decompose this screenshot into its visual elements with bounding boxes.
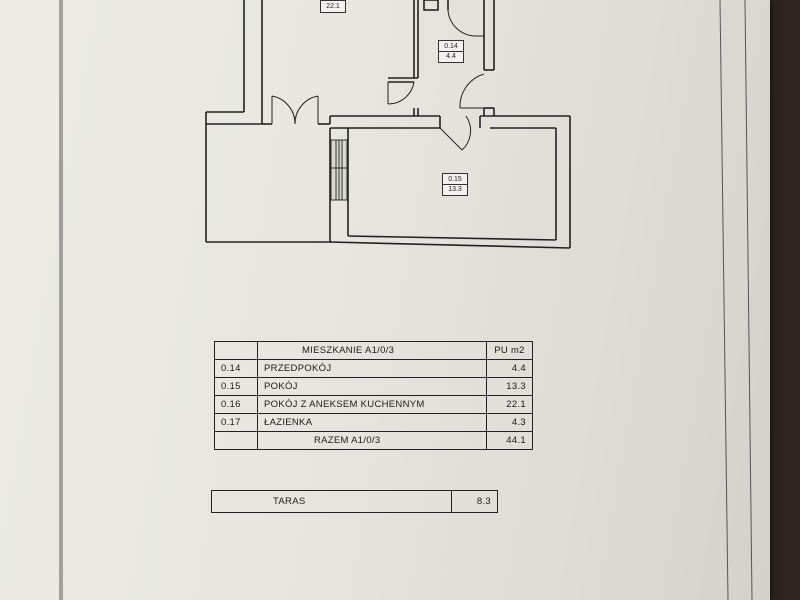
table-row: 0.16 POKÓJ Z ANEKSEM KUCHENNYM 22.1	[214, 395, 533, 414]
table-header-row: MIESZKANIE A1/0/3 PU m2	[214, 341, 533, 360]
total-blank-cell	[214, 431, 258, 450]
total-area: 44.1	[486, 431, 533, 450]
window	[330, 139, 348, 201]
terrace-label: TARAS	[257, 490, 452, 513]
doors	[271, 9, 494, 151]
room-label-14: 0.14 4.4	[438, 40, 464, 63]
table-row: 0.14 PRZEDPOKÓJ 4.4	[214, 359, 533, 378]
terrace-row: TARAS 8.3	[211, 490, 498, 513]
room-area-cell: 4.3	[486, 413, 533, 432]
paper-sheet: 22.1 0.14 4.4 0.15 13.3 MIESZKANIE A1/0/…	[0, 0, 770, 600]
room-area: 22.1	[326, 3, 340, 10]
room-no-cell: 0.15	[214, 377, 258, 396]
total-label: RAZEM A1/0/3	[257, 431, 487, 450]
room-name-cell: PRZEDPOKÓJ	[257, 359, 487, 378]
room-area-cell: 4.4	[486, 359, 533, 378]
room-area-cell: 13.3	[486, 377, 533, 396]
header-blank-cell	[214, 341, 258, 360]
sheet-frame	[59, 0, 753, 600]
floor-plan	[59, 0, 753, 600]
room-no-cell: 0.14	[214, 359, 258, 378]
walls	[205, 0, 571, 249]
terrace-area: 8.3	[451, 490, 498, 513]
room-label-16: 22.1	[320, 0, 346, 13]
room-name-cell: ŁAZIENKA	[257, 413, 487, 432]
room-no-cell: 0.17	[214, 413, 258, 432]
table-row: 0.15 POKÓJ 13.3	[214, 377, 533, 396]
terrace-blank-cell	[211, 490, 257, 513]
room-area-cell: 22.1	[486, 395, 533, 414]
area-header: PU m2	[486, 341, 533, 360]
room-no-cell: 0.16	[214, 395, 258, 414]
terrace-table: TARAS 8.3	[211, 490, 498, 513]
table-row: 0.17 ŁAZIENKA 4.3	[214, 413, 533, 432]
area-summary-table: MIESZKANIE A1/0/3 PU m2 0.14 PRZEDPOKÓJ …	[214, 341, 533, 450]
room-area: 4.4	[439, 51, 463, 61]
room-number: 0.15	[448, 176, 462, 183]
table-total-row: RAZEM A1/0/3 44.1	[214, 431, 533, 450]
room-area: 13.3	[443, 184, 467, 194]
room-name-cell: POKÓJ Z ANEKSEM KUCHENNYM	[257, 395, 487, 414]
room-number: 0.14	[444, 43, 458, 50]
apartment-title: MIESZKANIE A1/0/3	[257, 341, 487, 360]
room-label-15: 0.15 13.3	[442, 173, 468, 196]
room-name-cell: POKÓJ	[257, 377, 487, 396]
